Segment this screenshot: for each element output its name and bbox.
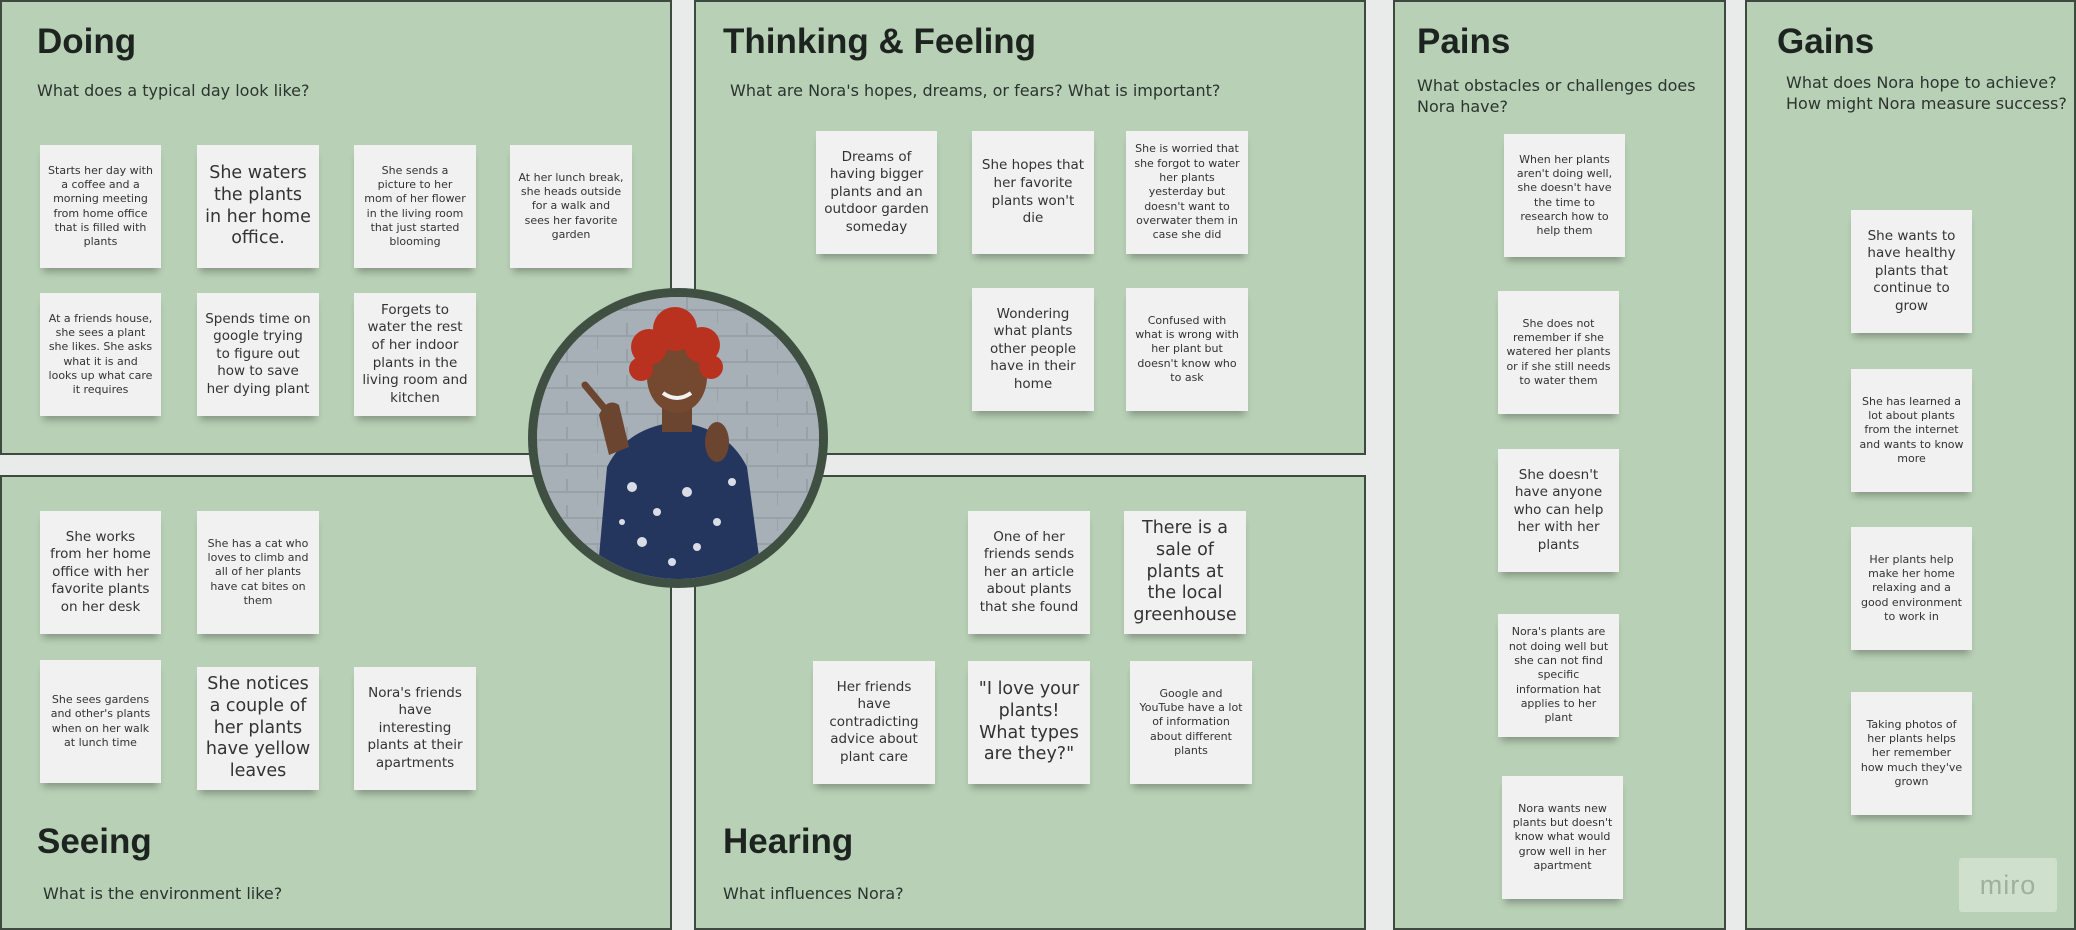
pains-subtitle: What obstacles or challenges does Nora h… [1417, 76, 1696, 116]
thinking-feeling-panel: Thinking & Feeling What are Nora's hopes… [694, 0, 1366, 455]
sticky-note[interactable]: Forgets to water the rest of her indoor … [354, 293, 476, 416]
hearing-subtitle: What influences Nora? [723, 884, 904, 903]
sticky-note[interactable]: She notices a couple of her plants have … [197, 667, 319, 790]
sticky-note[interactable]: Nora's plants are not doing well but she… [1498, 614, 1619, 737]
sticky-note[interactable]: Taking photos of her plants helps her re… [1851, 692, 1972, 815]
sticky-note[interactable]: Starts her day with a coffee and a morni… [40, 145, 161, 268]
sticky-note[interactable]: She has learned a lot about plants from … [1851, 369, 1972, 492]
sticky-note[interactable]: She does not remember if she watered her… [1498, 291, 1619, 414]
sticky-note[interactable]: Her plants help make her home relaxing a… [1851, 527, 1972, 650]
sticky-note[interactable]: "I love your plants! What types are they… [968, 661, 1090, 784]
sticky-note[interactable]: Google and YouTube have a lot of informa… [1130, 661, 1252, 784]
sticky-note[interactable]: She is worried that she forgot to water … [1126, 131, 1248, 254]
hearing-title: Hearing [723, 822, 854, 861]
persona-avatar[interactable] [528, 288, 828, 588]
sticky-note[interactable]: She hopes that her favorite plants won't… [972, 131, 1094, 254]
sticky-note[interactable]: Spends time on google trying to figure o… [197, 293, 319, 416]
pains-title: Pains [1417, 22, 1511, 61]
sticky-note[interactable]: She works from her home office with her … [40, 511, 161, 634]
sticky-note[interactable]: Nora wants new plants but doesn't know w… [1502, 776, 1623, 899]
sticky-note[interactable]: When her plants aren't doing well, she d… [1504, 134, 1625, 257]
sticky-note[interactable]: She has a cat who loves to climb and all… [197, 511, 319, 634]
doing-title: Doing [37, 22, 137, 61]
sticky-note[interactable]: She sends a picture to her mom of her fl… [354, 145, 476, 268]
persona-illustration [537, 297, 819, 579]
sticky-note[interactable]: There is a sale of plants at the local g… [1124, 511, 1246, 634]
sticky-note[interactable]: At a friends house, she sees a plant she… [40, 293, 161, 416]
thinking-feeling-title: Thinking & Feeling [723, 22, 1037, 61]
sticky-note[interactable]: She doesn't have anyone who can help her… [1498, 449, 1619, 572]
doing-panel: Doing What does a typical day look like?… [0, 0, 672, 455]
seeing-subtitle: What is the environment like? [43, 884, 283, 903]
thinking-feeling-subtitle: What are Nora's hopes, dreams, or fears?… [730, 81, 1221, 100]
sticky-note[interactable]: Dreams of having bigger plants and an ou… [816, 131, 937, 254]
pains-panel: Pains What obstacles or challenges does … [1393, 0, 1726, 930]
sticky-note[interactable]: One of her friends sends her an article … [968, 511, 1090, 634]
sticky-note[interactable]: Confused with what is wrong with her pla… [1126, 288, 1248, 411]
sticky-note[interactable]: She wants to have healthy plants that co… [1851, 210, 1972, 333]
doing-subtitle: What does a typical day look like? [37, 81, 310, 100]
sticky-note[interactable]: Nora's friends have interesting plants a… [354, 667, 476, 790]
hearing-panel: Hearing What influences Nora? One of her… [694, 475, 1366, 930]
sticky-note[interactable]: Her friends have contradicting advice ab… [813, 661, 935, 784]
sticky-note[interactable]: She waters the plants in her home office… [197, 145, 319, 268]
persona-photo [537, 297, 819, 579]
sticky-note[interactable]: Wondering what plants other people have … [972, 288, 1094, 411]
sticky-note[interactable]: She sees gardens and other's plants when… [40, 660, 161, 783]
miro-watermark: miro [1959, 858, 2057, 912]
sticky-note[interactable]: At her lunch break, she heads outside fo… [510, 145, 632, 268]
gains-subtitle: What does Nora hope to achieve? How migh… [1786, 73, 2067, 113]
gains-title: Gains [1777, 22, 1875, 61]
seeing-panel: Seeing What is the environment like? She… [0, 475, 672, 930]
seeing-title: Seeing [37, 822, 152, 861]
gains-panel: Gains What does Nora hope to achieve? Ho… [1745, 0, 2076, 930]
